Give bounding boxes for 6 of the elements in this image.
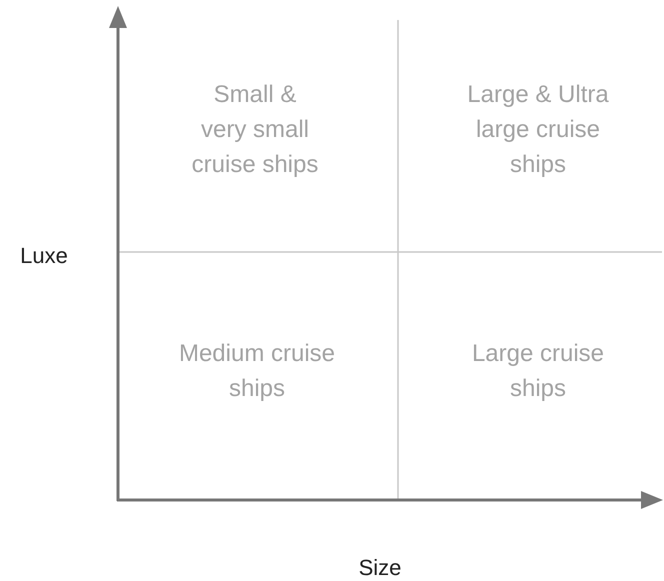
quadrant-label: Large & Ultra large cruise ships <box>466 80 610 180</box>
quadrant-label: Large cruise ships <box>470 339 606 404</box>
quadrant-label: Medium cruise ships <box>178 339 336 404</box>
axis-label: Luxe <box>19 242 69 270</box>
quadrant-label: Small & very small cruise ships <box>190 80 320 180</box>
axis-label: Size <box>358 554 402 581</box>
